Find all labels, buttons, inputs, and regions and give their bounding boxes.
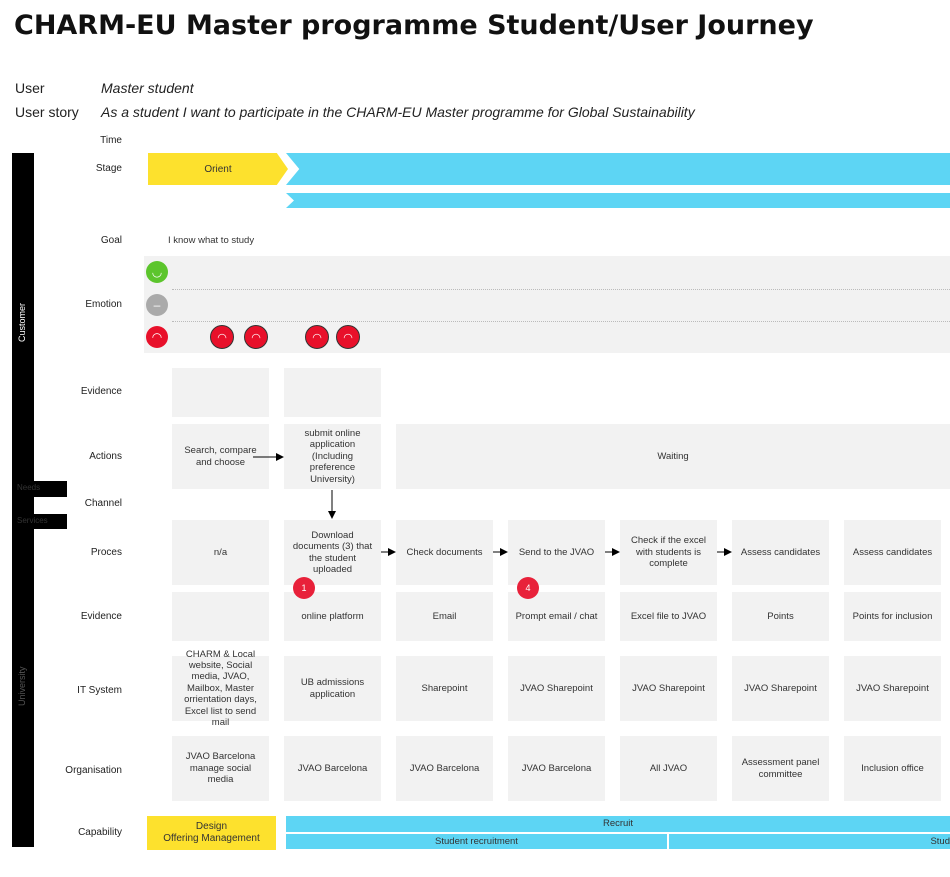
stage-orient-label: Orient <box>204 163 232 175</box>
action-cell: Search, compare and choose <box>172 424 269 489</box>
process-cell: Check documents <box>396 520 493 585</box>
row-label-it-system: IT System <box>77 685 122 696</box>
row-label-evidence: Evidence <box>80 611 122 622</box>
step-badge: 4 <box>517 577 539 599</box>
it-system-cell: JVAO Sharepoint <box>620 656 717 721</box>
it-system-cell: UB admissions application <box>284 656 381 721</box>
row-label-organisation: Organisation <box>65 765 122 776</box>
emotion-band <box>144 256 950 353</box>
services-tab: Services <box>12 514 67 529</box>
action-cell: submit online application (Including pre… <box>284 424 381 489</box>
evidence-cell: Points for inclusion <box>844 592 941 641</box>
happy-face-icon: ◡ <box>146 261 168 283</box>
it-system-cell: JVAO Sharepoint <box>844 656 941 721</box>
sidebar-connector <box>12 497 34 514</box>
capability-offering-label: Offering Management <box>163 833 260 844</box>
user-value: Master student <box>101 80 194 96</box>
evidence-cell <box>284 368 381 417</box>
evidence-cell: Email <box>396 592 493 641</box>
process-cell: Check if the excel with students is comp… <box>620 520 717 585</box>
emotion-divider <box>172 289 950 290</box>
capability-design-label: Design <box>195 821 228 832</box>
organisation-cell: JVAO Barcelona <box>284 736 381 801</box>
capability-stud: Stud <box>669 834 950 849</box>
it-system-cell: CHARM & Local website, Social media, JVA… <box>172 649 269 728</box>
process-cell: Download documents (3) that the student … <box>284 520 381 585</box>
user-story-value: As a student I want to participate in th… <box>101 104 695 120</box>
capability-student-recruitment: Student recruitment <box>286 834 667 849</box>
organisation-cell: All JVAO <box>620 736 717 801</box>
action-cell: Waiting <box>396 424 950 489</box>
user-story-label: User story <box>15 104 79 120</box>
capability-recruit: Recruit <box>286 816 950 832</box>
row-label-goal: Goal <box>100 235 122 246</box>
stage-orient: Orient <box>148 153 288 185</box>
organisation-cell: Assessment panel committee <box>732 736 829 801</box>
sad-face-icon: ◠ <box>146 326 168 348</box>
organisation-cell: JVAO Barcelona manage social media <box>172 736 269 801</box>
emotion-marker-sad-icon: ◠ <box>210 325 234 349</box>
goal-text: I know what to study <box>168 235 255 246</box>
row-label-actions: Actions <box>89 451 122 462</box>
evidence-cell: Excel file to JVAO <box>620 592 717 641</box>
it-system-cell: JVAO Sharepoint <box>732 656 829 721</box>
process-cell: Assess candidates <box>732 520 829 585</box>
emotion-marker-sad-icon: ◠ <box>305 325 329 349</box>
emotion-divider <box>172 321 950 322</box>
page-title: CHARM-EU Master programme Student/User J… <box>14 10 814 41</box>
row-label-time: Time <box>100 135 122 146</box>
capability-stud-label: Stud <box>930 836 950 847</box>
it-system-cell: Sharepoint <box>396 656 493 721</box>
row-label-stage: Stage <box>95 163 122 174</box>
evidence-cell: Points <box>732 592 829 641</box>
row-label-channel: Channel <box>84 498 122 509</box>
user-label: User <box>15 80 45 96</box>
row-label-evidence: Evidence <box>80 386 122 397</box>
row-label-emotion: Emotion <box>85 299 122 310</box>
row-label-proces: Proces <box>90 547 122 558</box>
row-label-capability: Capability <box>78 827 122 838</box>
evidence-cell: online platform <box>284 592 381 641</box>
university-sidebar <box>12 529 34 847</box>
organisation-cell: JVAO Barcelona <box>508 736 605 801</box>
evidence-cell <box>172 368 269 417</box>
evidence-cell: Prompt email / chat <box>508 592 605 641</box>
process-cell: Send to the JVAO <box>508 520 605 585</box>
emotion-marker-sad-icon: ◠ <box>336 325 360 349</box>
it-system-cell: JVAO Sharepoint <box>508 656 605 721</box>
process-cell: n/a <box>172 520 269 585</box>
capability-design: Design Offering Management <box>147 816 276 850</box>
organisation-cell: Inclusion office <box>844 736 941 801</box>
evidence-cell <box>172 592 269 641</box>
stage-cyan-sub <box>286 193 950 208</box>
customer-sidebar <box>12 153 34 481</box>
step-badge: 1 <box>293 577 315 599</box>
stage-cyan-main <box>286 153 950 185</box>
neutral-face-icon: – <box>146 294 168 316</box>
emotion-marker-sad-icon: ◠ <box>244 325 268 349</box>
organisation-cell: JVAO Barcelona <box>396 736 493 801</box>
process-cell: Assess candidates <box>844 520 941 585</box>
needs-tab: Needs <box>12 481 67 497</box>
